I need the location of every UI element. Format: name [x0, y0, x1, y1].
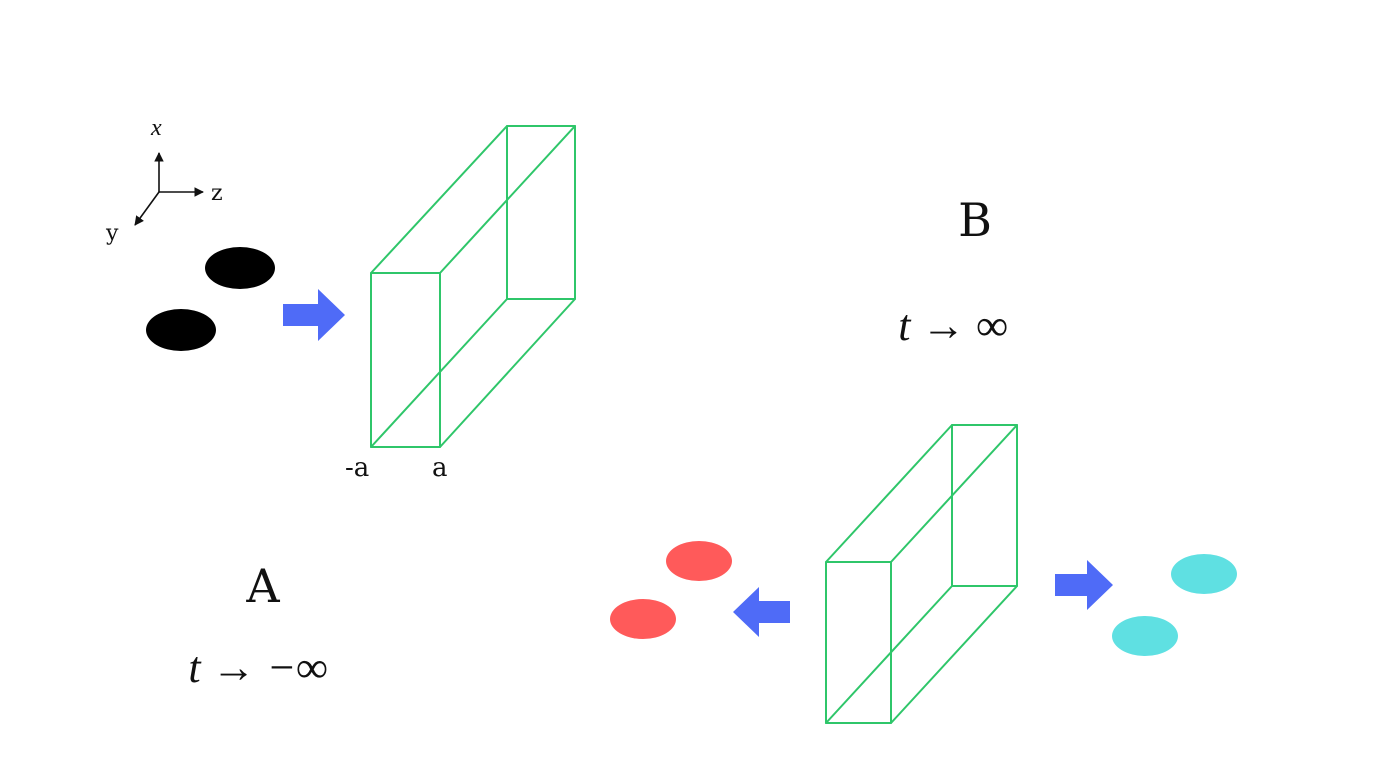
transmitted-particle	[1112, 616, 1178, 656]
reflected-particles	[610, 541, 732, 639]
z-axis-label: z	[211, 181, 223, 206]
transmitted-particles	[1112, 554, 1237, 656]
incoming-direction-arrow-icon	[283, 289, 345, 341]
potential-region-box-a	[370, 125, 576, 448]
box-connecting-edges	[825, 424, 1018, 724]
incoming-particle	[146, 309, 216, 351]
box-left-edge-label: -a	[345, 453, 369, 483]
potential-region-box-b	[825, 424, 1018, 724]
coordinate-axes: x z y	[105, 115, 223, 246]
panel-b-time-limit: t → ∞	[898, 301, 1008, 350]
panel-a-label: A	[245, 559, 280, 613]
transmitted-direction-arrow-icon	[1055, 560, 1113, 610]
reflected-particle	[666, 541, 732, 581]
transmitted-particle	[1171, 554, 1237, 594]
incoming-particles	[146, 247, 275, 351]
box-back-face	[951, 424, 1018, 587]
reflected-particle	[610, 599, 676, 639]
x-axis-label: x	[150, 115, 162, 141]
box-front-face	[370, 272, 441, 448]
panel-a-time-limit: t → −∞	[188, 643, 327, 692]
box-front-face	[825, 561, 892, 724]
y-axis-arrow	[134, 191, 160, 226]
y-axis-label: y	[105, 221, 119, 246]
box-back-face	[506, 125, 576, 300]
box-right-edge-label: a	[432, 453, 448, 483]
panel-b-label: B	[958, 193, 992, 247]
incoming-particle	[205, 247, 275, 289]
box-connecting-edges	[370, 125, 576, 448]
reflected-direction-arrow-icon	[733, 587, 790, 637]
